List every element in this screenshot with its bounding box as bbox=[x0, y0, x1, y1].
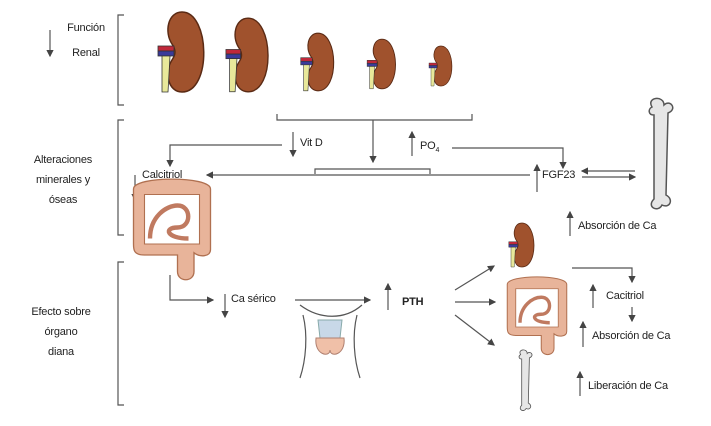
section-label-funcion-renal: Función Renal bbox=[56, 22, 116, 60]
colon-icon bbox=[134, 179, 211, 280]
ca-serico-label: Ca sérico bbox=[231, 293, 276, 305]
kidney-icon bbox=[508, 222, 535, 268]
fgf23-label: FGF23 bbox=[542, 169, 576, 181]
label-line: Función bbox=[67, 22, 105, 34]
kidney-icon bbox=[300, 32, 335, 92]
bone-icon bbox=[648, 97, 674, 210]
po4-label: PO4 bbox=[420, 140, 439, 157]
kidney-icon bbox=[157, 11, 205, 93]
po4-subscript: 4 bbox=[435, 147, 440, 155]
label-line: minerales y bbox=[35, 174, 91, 186]
section-bracket bbox=[117, 261, 124, 406]
thyroid-icon bbox=[315, 319, 345, 355]
section-label-alteraciones: Alteraciones minerales y óseas bbox=[20, 150, 106, 210]
colon-icon bbox=[505, 275, 569, 357]
absorcion-renal-label: Absorción de Ca bbox=[578, 220, 657, 232]
cacitriol-label: Cacitriol bbox=[606, 290, 644, 302]
label-line: Renal bbox=[72, 47, 100, 59]
section-bracket bbox=[117, 119, 124, 236]
kidney-icon bbox=[366, 38, 396, 90]
label-line: diana bbox=[48, 346, 74, 358]
label-line: Alteraciones bbox=[33, 154, 93, 166]
vitd-label: Vit D bbox=[300, 137, 323, 149]
kidney-icon bbox=[225, 17, 269, 93]
bone-icon bbox=[518, 349, 533, 411]
pth-label: PTH bbox=[402, 296, 424, 308]
label-line: óseas bbox=[48, 194, 78, 206]
label-line: Efecto sobre bbox=[31, 306, 91, 318]
section-bracket bbox=[117, 14, 124, 106]
label-line: órgano bbox=[44, 326, 78, 338]
calcitriol-label: Calcitriol bbox=[142, 169, 183, 181]
kidney-icon bbox=[428, 45, 453, 87]
po4-text: PO bbox=[420, 140, 436, 152]
liberacion-label: Liberación de Ca bbox=[588, 380, 668, 392]
absorcion-intestinal-label: Absorción de Ca bbox=[592, 330, 671, 342]
section-label-efecto: Efecto sobre órgano diana bbox=[18, 302, 104, 362]
